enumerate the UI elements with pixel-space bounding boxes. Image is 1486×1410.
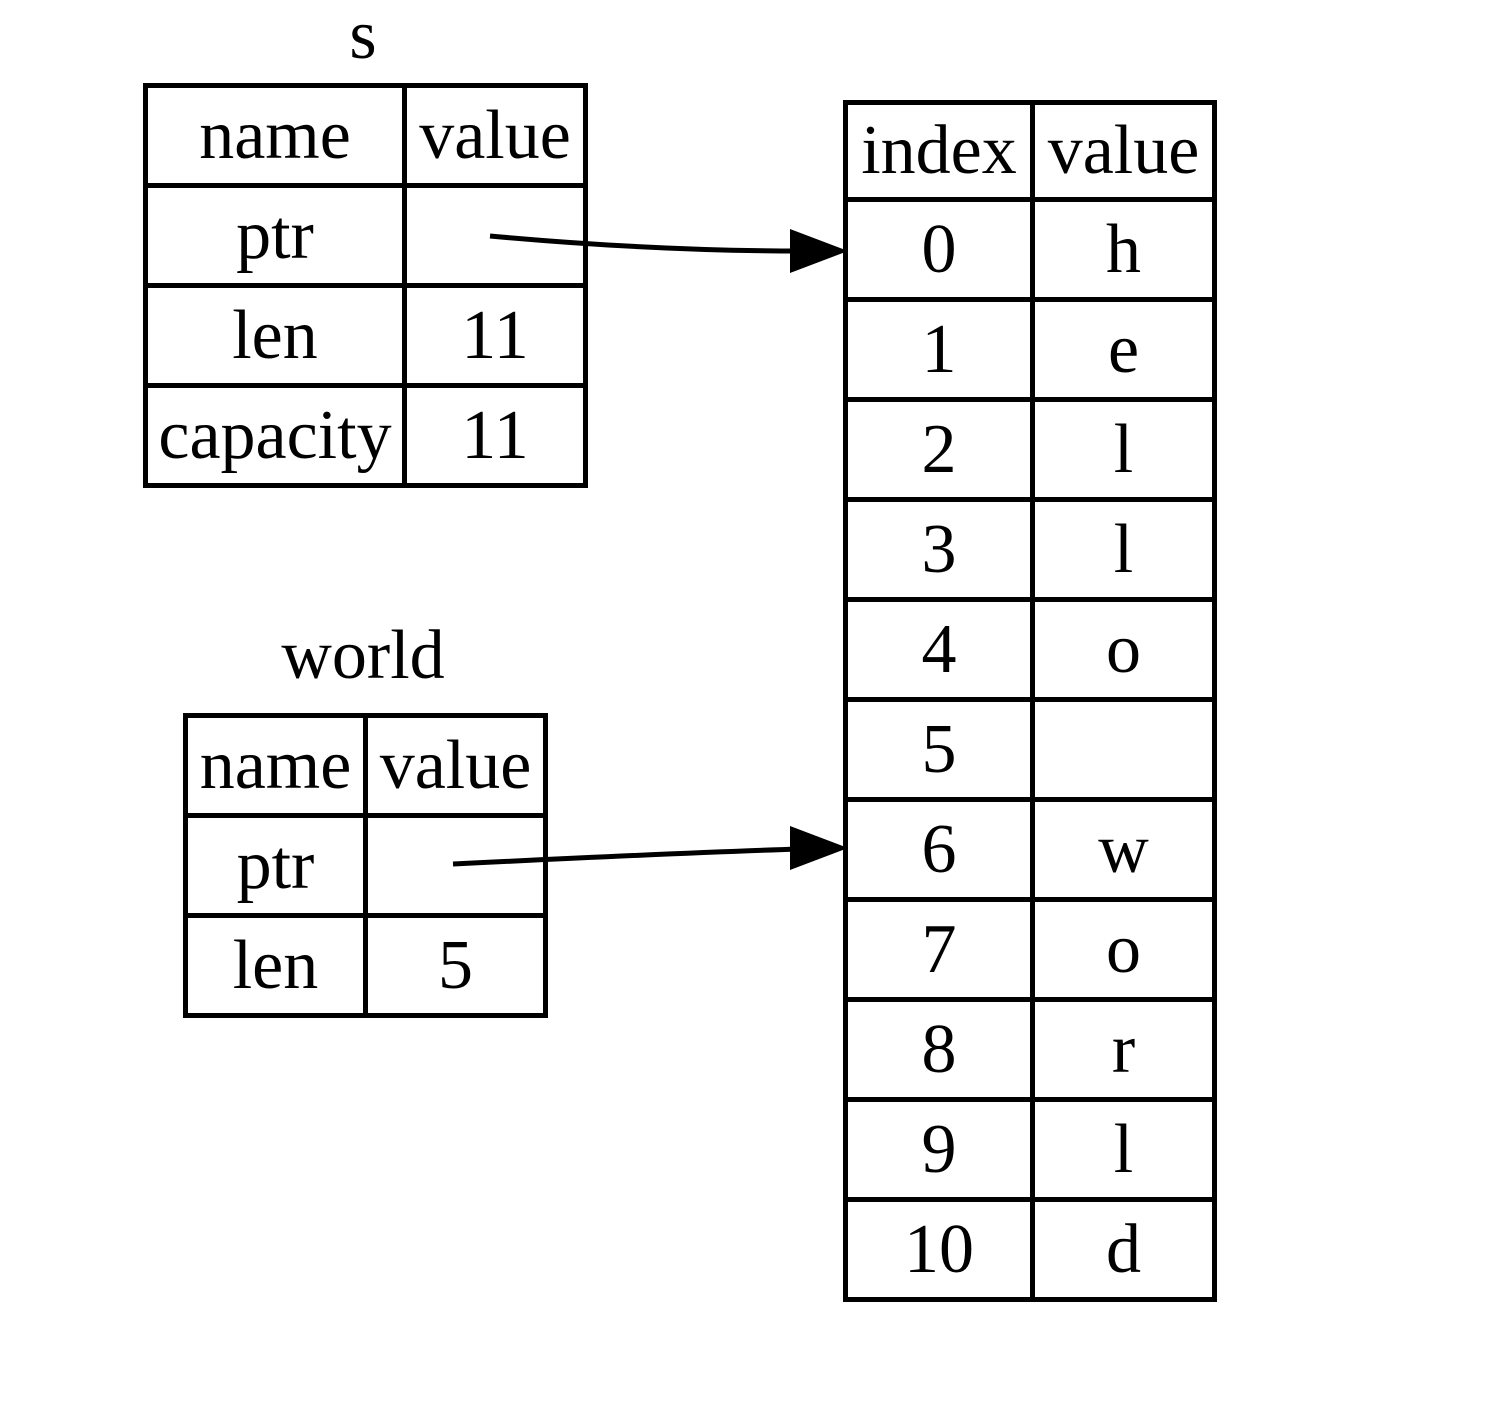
world-header-row: name value [183,713,548,818]
table-row: len 5 [183,913,548,1018]
heap-index-0: 0 [843,197,1035,302]
world-ptr-label: ptr [183,813,368,918]
heap-index-6: 6 [843,797,1035,902]
heap-index-8: 8 [843,997,1035,1102]
heap-value-2: l [1030,397,1217,502]
heap-value-10: d [1030,1197,1217,1302]
heap-value-9: l [1030,1097,1217,1202]
heap-value-4: o [1030,597,1217,702]
heap-header-value: value [1030,100,1217,202]
table-row: ptr [143,183,588,288]
s-header-row: name value [143,83,588,188]
table-row: 3 l [843,497,1217,602]
table-row: 4 o [843,597,1217,702]
table-row: ptr [183,813,548,918]
arrowhead-icon [790,826,848,870]
heap-value-6: w [1030,797,1217,902]
s-ptr-label: ptr [143,183,407,288]
world-len-value: 5 [363,913,548,1018]
heap-value-0: h [1030,197,1217,302]
heap-value-5 [1030,697,1217,802]
world-header-value: value [363,713,548,818]
world-ptr-value-cell [363,813,548,918]
heap-header-row: index value [843,100,1217,202]
table-row: 5 [843,697,1217,802]
arrowhead-icon [790,229,848,273]
world-header-name: name [183,713,368,818]
table-row: 9 l [843,1097,1217,1202]
s-stack-table: name value ptr len 11 capacity 11 [143,83,588,488]
s-capacity-label: capacity [143,383,407,488]
heap-index-5: 5 [843,697,1035,802]
heap-index-3: 3 [843,497,1035,602]
s-ptr-value-cell [402,183,588,288]
heap-index-7: 7 [843,897,1035,1002]
heap-value-3: l [1030,497,1217,602]
heap-index-10: 10 [843,1197,1035,1302]
table-row: 6 w [843,797,1217,902]
heap-index-9: 9 [843,1097,1035,1202]
s-table-title: s [349,0,377,74]
s-header-name: name [143,83,407,188]
table-row: 7 o [843,897,1217,1002]
heap-index-4: 4 [843,597,1035,702]
table-row: 10 d [843,1197,1217,1302]
heap-index-2: 2 [843,397,1035,502]
heap-header-index: index [843,100,1035,202]
heap-value-8: r [1030,997,1217,1102]
table-row: 8 r [843,997,1217,1102]
world-slice-table: name value ptr len 5 [183,713,548,1018]
s-len-value: 11 [402,283,588,388]
table-row: len 11 [143,283,588,388]
s-header-value: value [402,83,588,188]
s-capacity-value: 11 [402,383,588,488]
s-len-label: len [143,283,407,388]
heap-value-1: e [1030,297,1217,402]
heap-index-table: index value 0 h 1 e 2 l 3 l 4 o 5 6 w [843,100,1217,1302]
world-len-label: len [183,913,368,1018]
heap-index-1: 1 [843,297,1035,402]
world-table-title: world [281,617,445,694]
heap-value-7: o [1030,897,1217,1002]
table-row: 2 l [843,397,1217,502]
table-row: 1 e [843,297,1217,402]
table-row: 0 h [843,197,1217,302]
table-row: capacity 11 [143,383,588,488]
